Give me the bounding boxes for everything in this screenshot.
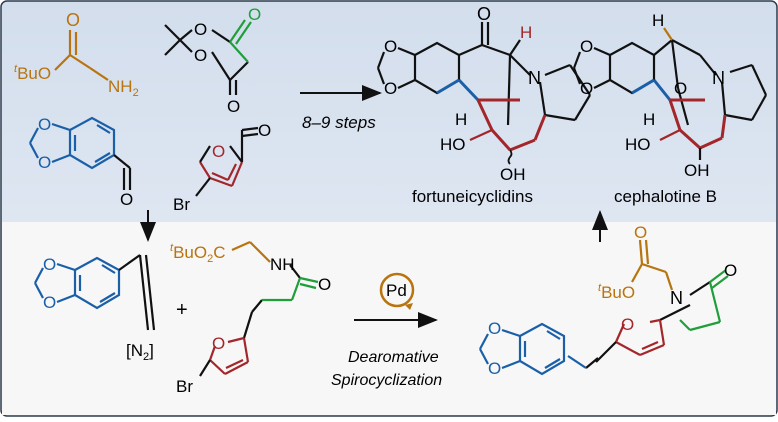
ceph-ho: HO [625, 135, 651, 154]
fort-n: N [528, 68, 541, 88]
meldrums-o2: O [194, 46, 207, 65]
piperonal-carbonyl-o: O [120, 190, 133, 209]
spirocyclization-label: Spirocyclization [331, 372, 442, 389]
ceph-n: N [712, 68, 725, 88]
meldrums-green-carbonyl [229, 19, 252, 63]
furan-amide-nh: NH [270, 255, 295, 274]
spiro-product [479, 239, 729, 376]
diazo-label: [N2] [126, 341, 154, 363]
spiro-o2: O [488, 359, 501, 378]
meldrums-o4: O [227, 97, 240, 116]
fort-oh: OH [500, 165, 526, 184]
bromofurfural [199, 161, 244, 188]
fort-ketone-o: O [477, 4, 491, 24]
furan-amide-ester: tBuO2C [170, 242, 226, 265]
piperonal-o2: O [38, 153, 51, 172]
furfural-br: Br [173, 195, 190, 214]
furan-amide-ring-o: O [212, 334, 225, 353]
fort-o2: O [384, 79, 397, 98]
fortuneicyclidins-structure [376, 22, 591, 165]
glycine-nh2: NH2 [108, 77, 139, 99]
meldrums-acid [164, 24, 249, 95]
diazo-o2: O [43, 293, 56, 312]
glycine-tbuo: tBuO [14, 63, 51, 83]
diazo-compound [34, 256, 121, 310]
dearomative-label: Dearomative [348, 349, 439, 366]
spiro-n: N [670, 288, 683, 308]
meldrums-o1: O [194, 20, 207, 39]
cephalotine-b-label: cephalotine B [614, 187, 717, 206]
spiro-ester-o: O [634, 223, 647, 242]
fort-ho: HO [440, 135, 466, 154]
piperonal-o1: O [38, 115, 51, 134]
ceph-o1: O [580, 37, 593, 56]
fort-h2: H [455, 110, 467, 129]
pd-catalyst [379, 272, 415, 310]
furan-amide-o: O [318, 275, 331, 294]
furfural-carbonyl-o: O [258, 121, 271, 140]
ceph-h1: H [652, 11, 664, 30]
meldrums-o3: O [248, 5, 261, 24]
ceph-oh: OH [684, 161, 710, 180]
spiro-lactam-o: O [724, 261, 737, 280]
ceph-o2: O [580, 79, 593, 98]
glycine-o-label: O [66, 10, 80, 30]
diazo-o1: O [43, 255, 56, 274]
plus-sign: + [176, 299, 188, 321]
spiro-o1: O [488, 319, 501, 338]
fortuneicyclidins-label: fortuneicyclidins [412, 187, 533, 206]
pd-label: Pd [386, 281, 407, 300]
furan-amide [199, 240, 319, 377]
ceph-bridge-o: O [674, 79, 687, 98]
spiro-ester: tBuO [598, 282, 635, 302]
steps-label: 8–9 steps [302, 113, 376, 132]
furfural-ring-o: O [212, 142, 225, 161]
ceph-h2: H [643, 110, 655, 129]
fort-h1: H [520, 23, 532, 42]
furan-amide-br: Br [176, 377, 193, 396]
fort-o1: O [384, 37, 397, 56]
cephalotine-b-structure [572, 27, 767, 160]
glycine-ester [54, 30, 109, 81]
spiro-ring-o: O [621, 315, 634, 334]
